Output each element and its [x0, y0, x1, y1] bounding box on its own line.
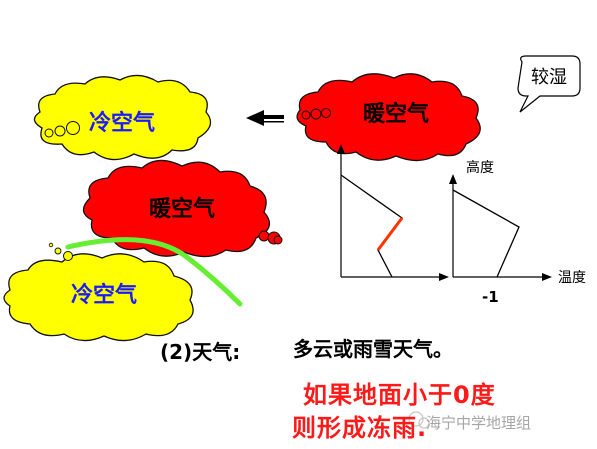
front-line: [65, 237, 243, 307]
weather-description: 多云或雨雪天气。: [293, 337, 453, 361]
temperature-axis-label: 温度: [558, 270, 586, 286]
watermark-icon: [408, 411, 430, 429]
cold-air-label-top: 冷空气: [89, 110, 155, 136]
cold-air-cloud-bottom: 冷空气: [3, 242, 194, 342]
arrow-left-icon: [246, 110, 284, 126]
humid-callout: 较湿: [517, 55, 581, 113]
profile-graph-right: 高度 温度 -1: [449, 159, 586, 306]
warm-air-cloud-mid: 暖空气: [82, 159, 283, 258]
weather-label: (2)天气:: [160, 340, 241, 364]
warm-air-label-top: 暖空气: [363, 101, 429, 127]
tick-label-minus-one: -1: [482, 288, 499, 306]
profile-graph-left: [337, 144, 449, 281]
warm-air-cloud-top: 暖空气: [296, 73, 481, 162]
cold-air-cloud-top: 冷空气: [33, 74, 212, 161]
watermark-text: 海宁中学地理组: [426, 414, 532, 432]
note-line-1: 如果地面小于0度: [303, 381, 496, 409]
humid-callout-text: 较湿: [531, 67, 567, 88]
note-line-2: 则形成冻雨.: [292, 414, 428, 442]
warm-air-label-mid: 暖空气: [149, 196, 215, 222]
height-axis-label: 高度: [466, 159, 494, 176]
cold-air-label-bottom: 冷空气: [71, 282, 137, 308]
